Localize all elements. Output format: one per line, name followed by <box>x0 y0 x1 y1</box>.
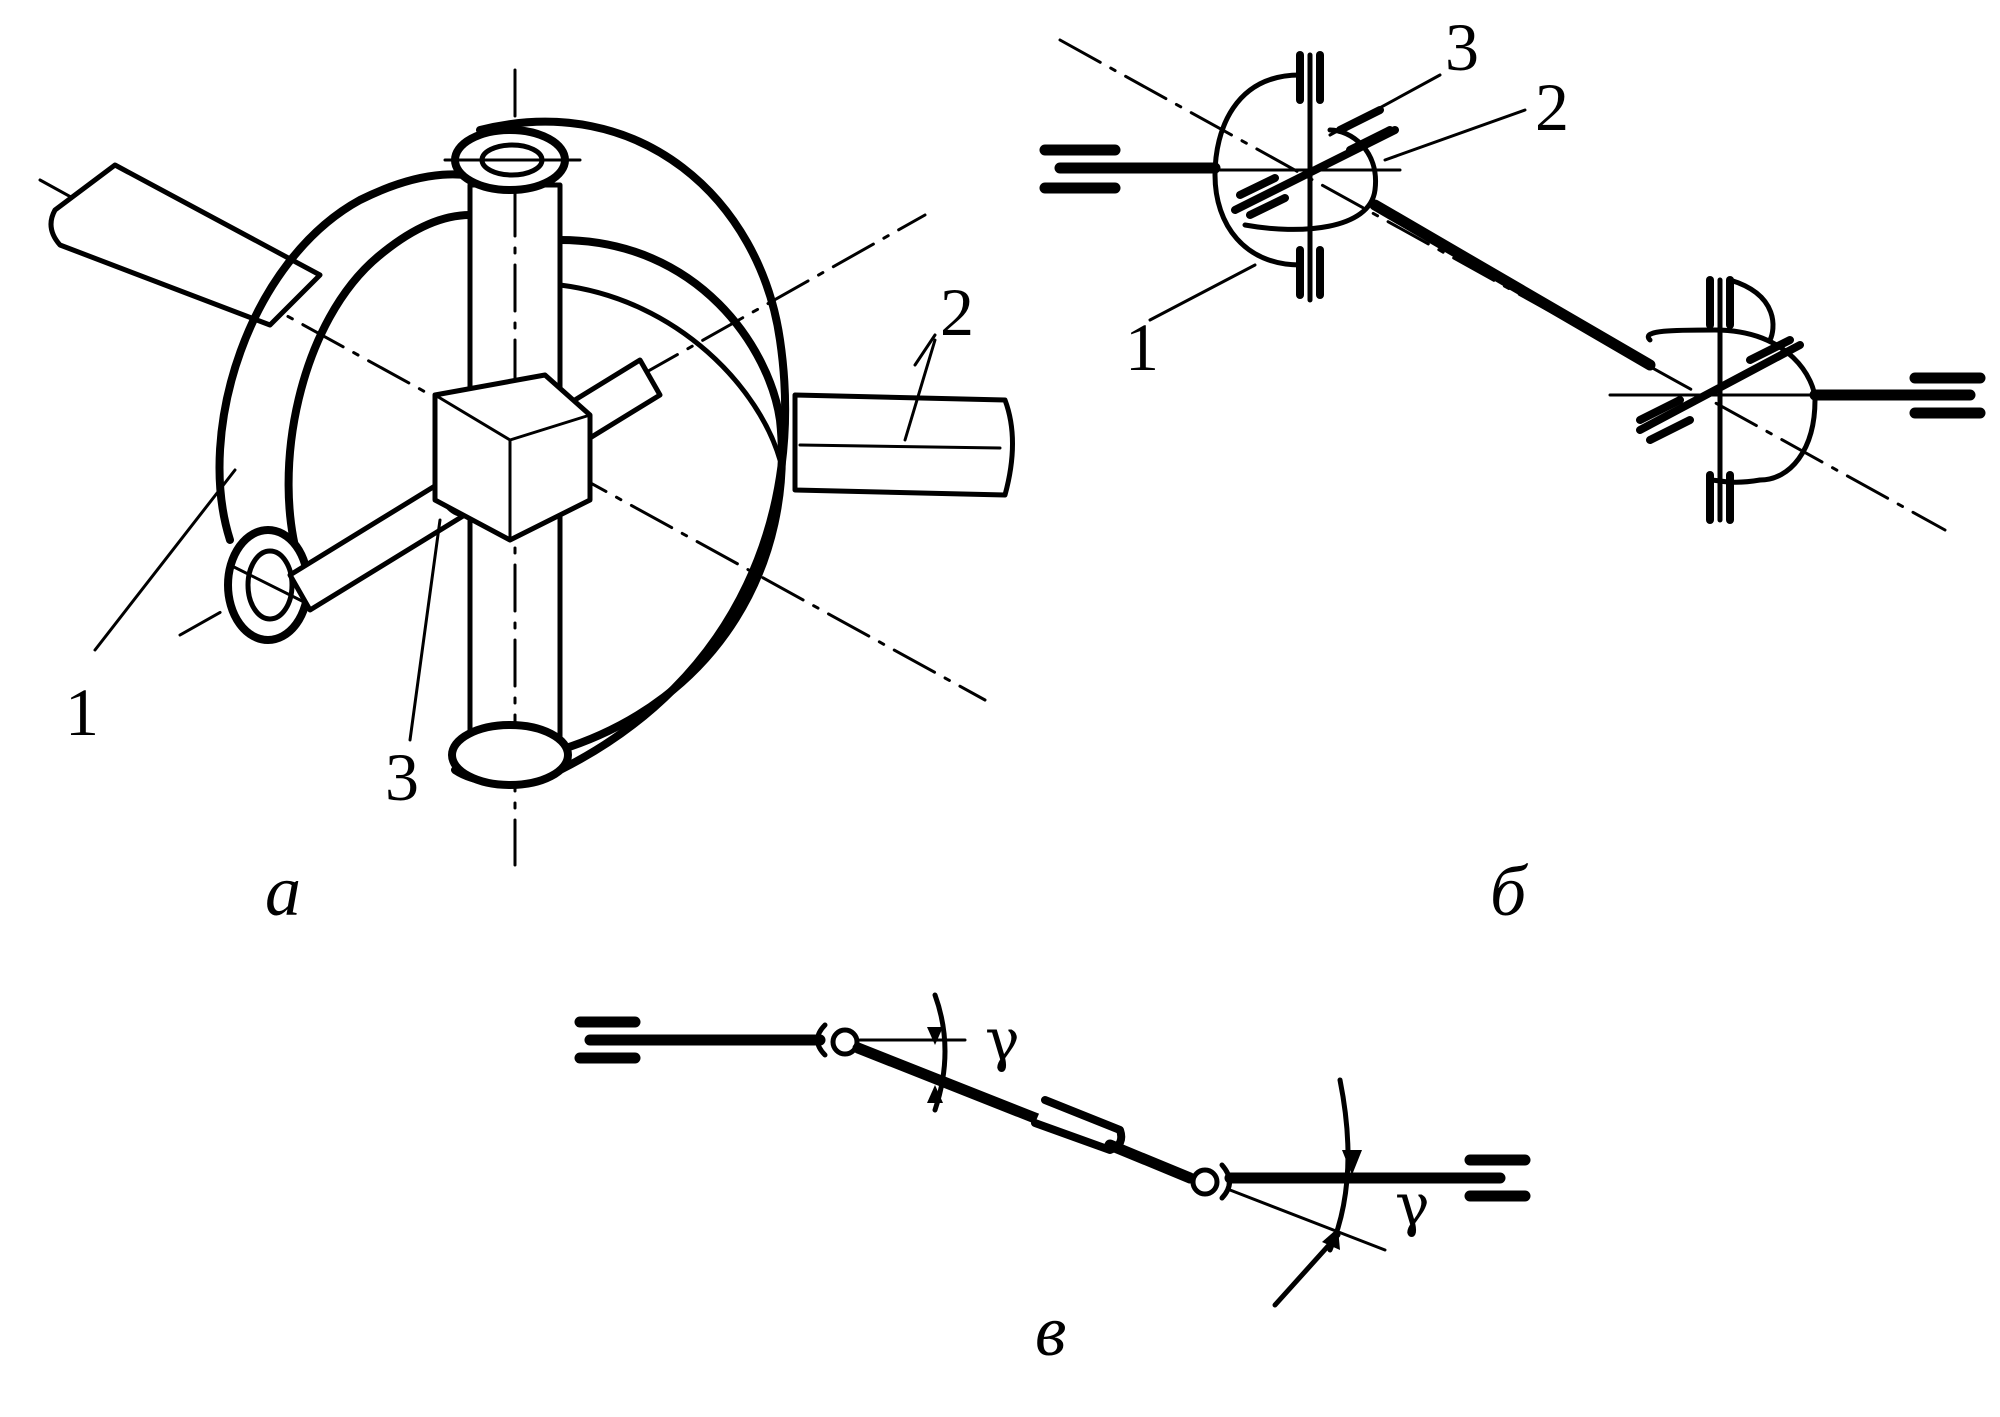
joint-2-arc-2 <box>1727 277 1776 343</box>
leader-line <box>913 333 937 367</box>
label-yoke-1: 1 <box>65 674 99 750</box>
block-edge <box>508 413 592 442</box>
joint-2 <box>1608 276 1986 524</box>
joint-2-arc <box>1645 327 1818 483</box>
label-cross-3: 3 <box>1445 9 1479 85</box>
yoke-2-rim <box>557 282 783 463</box>
label-cross-3: 3 <box>385 739 419 815</box>
output-shaft <box>792 392 1015 498</box>
bearing-mark <box>1646 416 1694 444</box>
label-yoke-1: 1 <box>1125 309 1159 385</box>
axis-line <box>178 213 927 637</box>
intermediate-shaft <box>1104 1139 1196 1184</box>
eye-cross <box>228 563 312 607</box>
input-shaft <box>48 162 323 328</box>
intermediate-shaft <box>852 1042 1046 1126</box>
shaft-centreline <box>798 443 1002 450</box>
leader-line <box>1383 108 1527 162</box>
bottom-eye <box>448 721 572 789</box>
angle-gamma-1: γ <box>985 1006 1020 1074</box>
hinge-1 <box>830 1027 860 1057</box>
intermediate-shaft <box>1369 199 1656 371</box>
leader-line <box>93 468 237 652</box>
label-yoke-2: 2 <box>1535 69 1569 145</box>
angle-arrow-head <box>1322 1228 1340 1250</box>
bearing-mark <box>1636 396 1684 424</box>
angle-arrow-head <box>927 1085 943 1103</box>
caption-c: в <box>1035 1291 1066 1371</box>
hinge-2 <box>1190 1167 1220 1197</box>
bearing-mark <box>1246 194 1289 219</box>
joint-1-arc-2 <box>1242 127 1378 232</box>
block-edge <box>433 393 512 442</box>
yoke-1-inner <box>284 211 474 569</box>
panel-a-cardan-joint: 1 2 3 а <box>38 68 1015 931</box>
yoke-1 <box>215 170 484 544</box>
axis-line <box>1058 38 1947 532</box>
cross-centre-block <box>432 372 593 543</box>
angle-arc-2 <box>1327 1077 1351 1253</box>
caption-a: а <box>265 851 301 931</box>
cross-arm <box>1636 341 1804 434</box>
panel-b-scheme: 3 2 1 б <box>1039 9 1986 931</box>
joint-1 <box>1039 51 1402 303</box>
angle-gamma-2: γ <box>1395 1171 1430 1239</box>
angle-arrow-tail <box>1272 1232 1341 1308</box>
angle-arrow-head <box>927 1027 943 1045</box>
hinge-1-bracket <box>815 1022 828 1058</box>
leader-line <box>408 518 442 742</box>
bearing-mark <box>1346 126 1394 154</box>
caption-b: б <box>1490 851 1529 931</box>
joint-1-arc <box>1212 72 1303 268</box>
leader-line <box>1328 73 1442 137</box>
bearing-mark <box>1746 336 1794 364</box>
angle-arrow-head <box>1342 1150 1362 1175</box>
reference-line <box>1228 1188 1387 1252</box>
panel-c-double-joint: γ γ в <box>574 992 1531 1371</box>
leader-line <box>1148 263 1257 322</box>
label-shaft-2: 2 <box>940 274 974 350</box>
leader-line <box>903 338 937 442</box>
bearing-mark <box>1236 174 1279 199</box>
